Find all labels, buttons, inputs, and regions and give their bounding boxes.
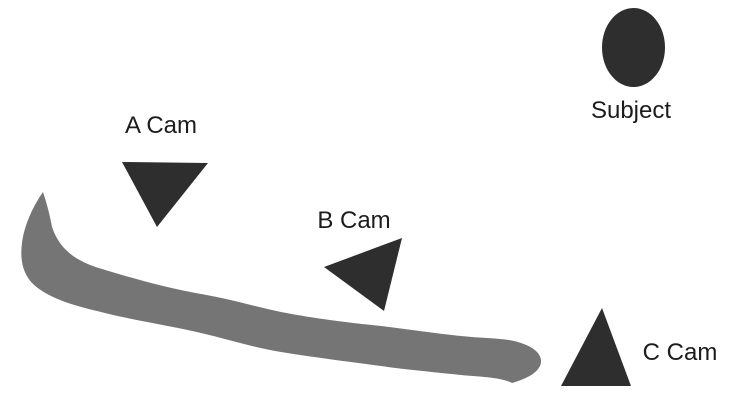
subject-ellipse	[602, 8, 665, 87]
camera-move-path-swoosh	[21, 192, 542, 383]
c-cam-label: C Cam	[643, 339, 718, 366]
b-cam-triangle	[324, 238, 402, 311]
a-cam-triangle	[122, 162, 208, 227]
a-cam-label: A Cam	[125, 112, 197, 139]
b-cam-label: B Cam	[317, 207, 390, 234]
c-cam-triangle	[561, 308, 631, 386]
subject-label: Subject	[591, 97, 671, 124]
